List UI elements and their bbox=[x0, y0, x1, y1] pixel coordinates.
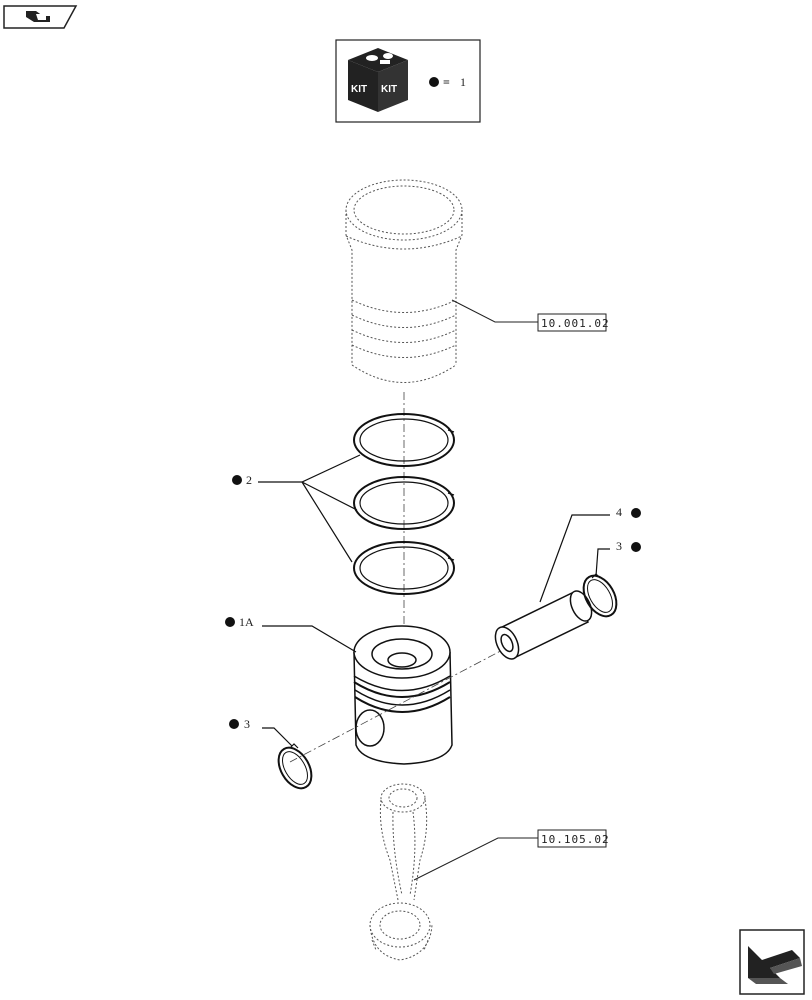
kit-label-right: KIT bbox=[381, 84, 397, 95]
next-arrow-icon bbox=[748, 946, 802, 984]
rings-bullet-icon bbox=[232, 475, 242, 485]
rings-leader-lines bbox=[258, 454, 361, 563]
piston-pin bbox=[494, 590, 593, 660]
ref-label-connecting-rod: 10.105.02 bbox=[541, 833, 610, 846]
kit-bullet-icon bbox=[429, 77, 439, 87]
kit-box-icon: KIT KIT bbox=[348, 48, 408, 112]
clip-right-bullet-icon bbox=[631, 542, 641, 552]
kit-label-left: KIT bbox=[351, 84, 367, 95]
piston-ring-bottom bbox=[353, 541, 455, 595]
kit-quantity: 1 bbox=[460, 75, 466, 89]
circlip-right bbox=[582, 573, 618, 618]
kit-equals: = bbox=[443, 75, 450, 89]
cylinder-liner bbox=[345, 179, 463, 383]
circlip-left bbox=[277, 743, 313, 790]
next-page-button[interactable] bbox=[739, 929, 805, 995]
piston-bullet-icon bbox=[225, 617, 235, 627]
ref-box-connecting-rod[interactable]: 10.105.02 bbox=[537, 829, 610, 848]
kit-legend: KIT KIT = 1 bbox=[335, 39, 481, 123]
previous-page-button[interactable] bbox=[3, 5, 78, 29]
callout-clip-right: 3 bbox=[616, 539, 622, 553]
pin-bullet-icon bbox=[631, 508, 641, 518]
piston-rings bbox=[353, 413, 455, 595]
callout-clip-left: 3 bbox=[244, 717, 250, 731]
clip-left-bullet-icon bbox=[229, 719, 239, 729]
callout-piston: 1A bbox=[239, 615, 254, 629]
piston-leader-line bbox=[262, 625, 357, 653]
piston-ring-top bbox=[353, 413, 455, 467]
piston-ring-middle bbox=[353, 476, 455, 530]
back-arrow-icon bbox=[26, 11, 50, 22]
pin-leader-line bbox=[539, 514, 610, 603]
connecting-rod bbox=[369, 783, 433, 961]
piston bbox=[353, 625, 453, 765]
ref-box-cylinder-liner[interactable]: 10.001.02 bbox=[537, 313, 610, 332]
callout-pin: 4 bbox=[616, 505, 622, 519]
clip-right-leader-line bbox=[595, 548, 610, 577]
pin-axis-line bbox=[289, 645, 511, 763]
callout-rings: 2 bbox=[246, 473, 252, 487]
ref-label-cylinder-liner: 10.001.02 bbox=[541, 317, 610, 330]
clip-left-leader-line bbox=[262, 727, 293, 747]
